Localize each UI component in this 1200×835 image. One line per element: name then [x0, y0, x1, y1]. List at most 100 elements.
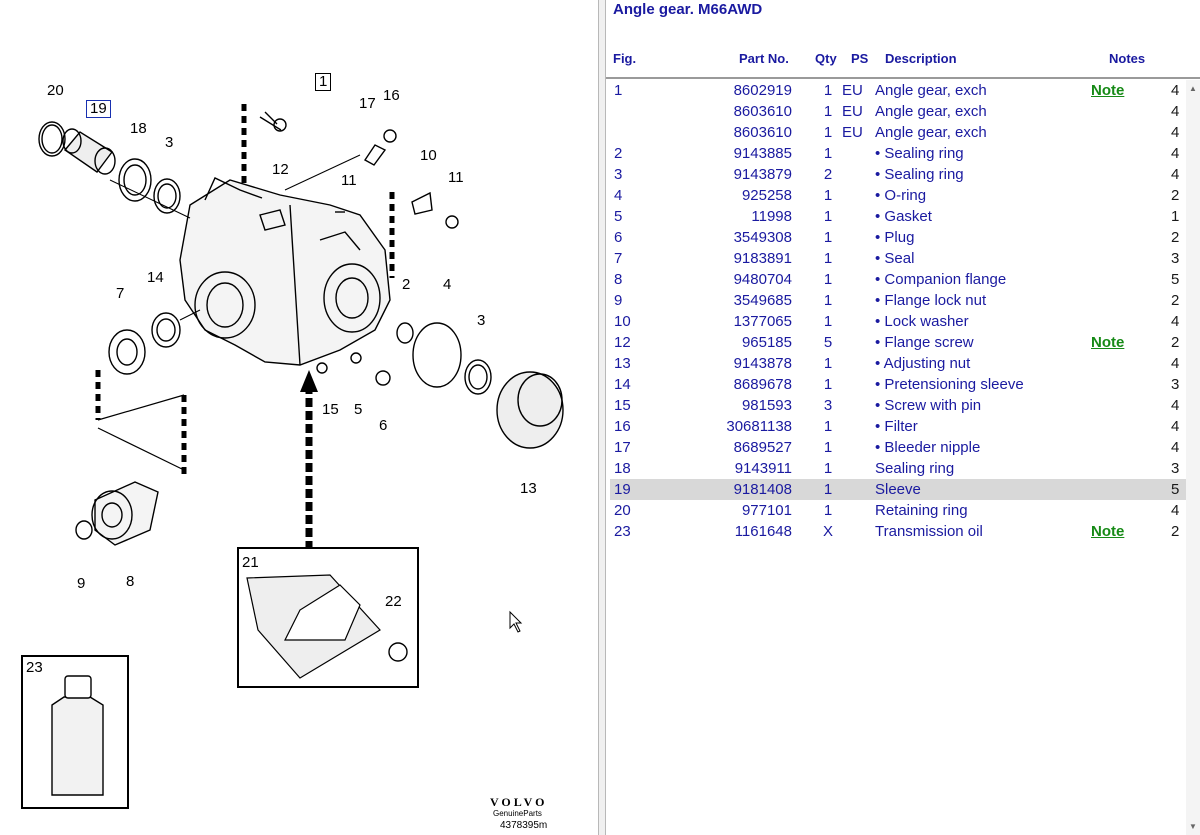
row-part-number: 9480704 [733, 271, 792, 288]
callout-9[interactable]: 9 [77, 575, 86, 592]
callout-18[interactable]: 18 [130, 120, 147, 137]
callout-4[interactable]: 4 [443, 276, 452, 293]
row-qty: 5 [823, 334, 833, 351]
callout-11b[interactable]: 11 [448, 169, 464, 186]
callout-14[interactable]: 14 [147, 269, 164, 286]
row-extra-value: 4 [1171, 439, 1180, 456]
callout-1[interactable]: 1 [315, 73, 332, 91]
row-qty: 1 [823, 229, 833, 246]
row-extra-value: 2 [1171, 523, 1180, 540]
row-extra-value: 4 [1171, 166, 1180, 183]
callout-3a[interactable]: 3 [165, 134, 174, 151]
note-link[interactable]: Note [1091, 523, 1125, 540]
scroll-down-icon[interactable]: ▼ [1189, 822, 1197, 831]
callout-3b[interactable]: 3 [477, 312, 486, 329]
row-qty: 2 [823, 166, 833, 183]
callout-13[interactable]: 13 [520, 480, 537, 497]
callout-8[interactable]: 8 [126, 573, 135, 590]
col-header-notes[interactable]: Notes [1109, 51, 1146, 66]
callout-23[interactable]: 23 [26, 659, 43, 676]
row-description: • Bleeder nipple [875, 439, 981, 456]
pane-splitter[interactable] [598, 0, 606, 835]
row-description: • Seal [875, 250, 915, 267]
callout-12[interactable]: 12 [272, 161, 289, 178]
row-extra-value: 3 [1171, 250, 1180, 267]
row-extra-value: 2 [1171, 292, 1180, 309]
row-fig: 1 [614, 82, 623, 99]
callout-20[interactable]: 20 [47, 82, 64, 99]
row-description: • Filter [875, 418, 918, 435]
row-fig: 18 [614, 460, 631, 477]
callout-19[interactable]: 19 [86, 100, 111, 118]
row-qty: 1 [823, 439, 833, 456]
callout-7[interactable]: 7 [116, 285, 125, 302]
col-header-qty[interactable]: Qty [815, 51, 837, 66]
row-description: • Sealing ring [875, 145, 964, 162]
callout-11a[interactable]: 11 [341, 172, 357, 189]
row-description: • Flange screw [875, 334, 974, 351]
callout-2a[interactable]: 2 [402, 276, 411, 293]
callout-16[interactable]: 16 [383, 87, 400, 104]
row-extra-value: 4 [1171, 82, 1180, 99]
row-extra-value: 2 [1171, 229, 1180, 246]
col-header-ps[interactable]: PS [851, 51, 869, 66]
callout-22[interactable]: 22 [385, 593, 402, 610]
row-description: • Screw with pin [875, 397, 982, 414]
parts-list-title: Angle gear. M66AWD [613, 1, 763, 18]
exploded-diagram[interactable]: 1 20 19 18 3 12 17 16 11 10 11 14 7 2 4 … [0, 0, 598, 835]
row-fig: 20 [614, 502, 631, 519]
callout-17[interactable]: 17 [359, 95, 376, 112]
row-extra-value: 4 [1171, 145, 1180, 162]
illustration-code: 4378395m [500, 820, 548, 831]
col-header-part-no[interactable]: Part No. [739, 51, 789, 66]
row-extra-value: 4 [1171, 124, 1180, 141]
vertical-scrollbar[interactable]: ▲ ▼ [1186, 80, 1200, 835]
row-extra-value: 4 [1171, 397, 1180, 414]
row-fig: 6 [614, 229, 623, 246]
row-fig: 7 [614, 250, 623, 267]
row-part-number: 11998 [751, 208, 792, 225]
col-header-fig[interactable]: Fig. [613, 51, 637, 66]
row-fig: 4 [614, 187, 623, 204]
scroll-up-icon[interactable]: ▲ [1189, 84, 1197, 93]
col-header-description[interactable]: Description [885, 51, 957, 66]
row-extra-value: 3 [1171, 376, 1180, 393]
row-fig: 19 [614, 481, 631, 498]
callout-5[interactable]: 5 [354, 401, 363, 418]
row-qty: 1 [823, 481, 833, 498]
callout-6[interactable]: 6 [379, 417, 388, 434]
row-description: • Lock washer [875, 313, 969, 330]
row-fig: 2 [614, 145, 623, 162]
row-description: • Companion flange [875, 271, 1007, 288]
note-link[interactable]: Note [1091, 334, 1125, 351]
row-part-number: 977101 [741, 502, 792, 519]
note-link[interactable]: Note [1091, 82, 1125, 99]
callout-15[interactable]: 15 [322, 401, 339, 418]
row-fig: 9 [614, 292, 623, 309]
callout-21[interactable]: 21 [242, 554, 259, 571]
row-description: Sealing ring [875, 460, 955, 477]
callout-10[interactable]: 10 [420, 147, 437, 164]
